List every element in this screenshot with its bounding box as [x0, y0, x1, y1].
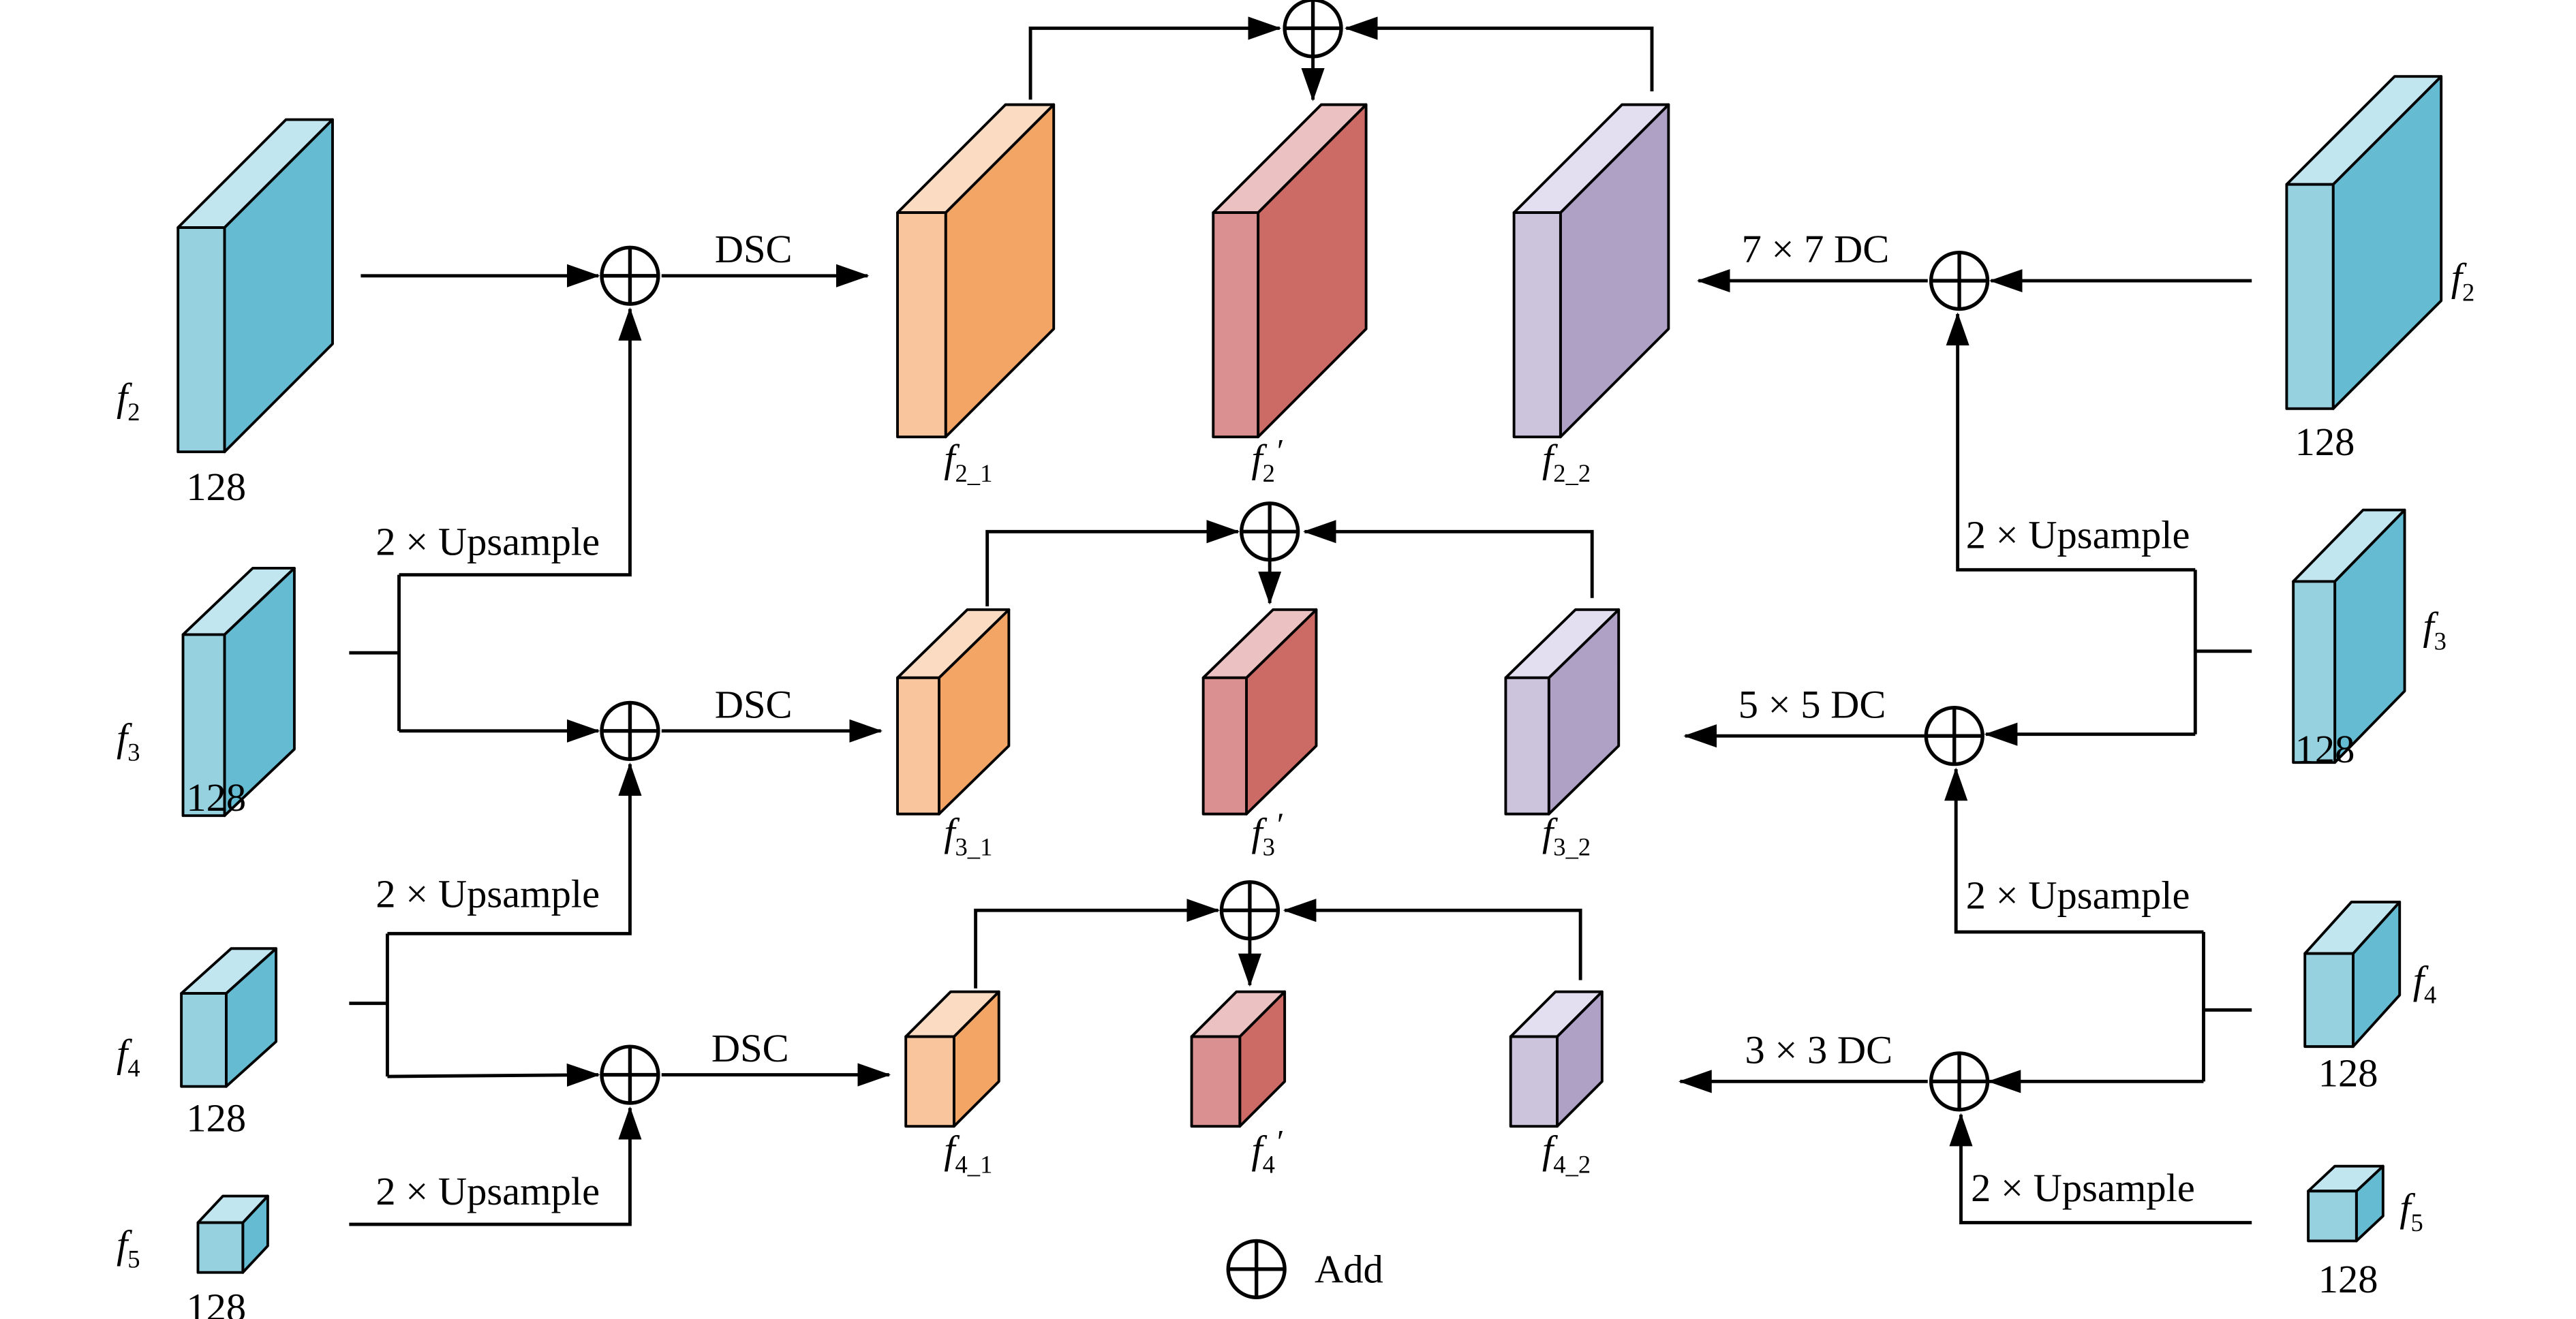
output-block-f3-1-front [896, 676, 940, 816]
legend-add-icon [1228, 1241, 1285, 1297]
add-icon [602, 247, 658, 304]
output-block-f2-1-front [896, 211, 947, 439]
channel-count: 128 [2318, 1257, 2378, 1301]
dc7-label: 7 × 7 DC [1742, 227, 1890, 271]
upsample-label: 2 × Upsample [375, 1169, 600, 1213]
input-label-f2-right: f2 [2451, 255, 2475, 307]
add-icon [1221, 882, 1278, 939]
output-block-f3-prime-front [1201, 676, 1248, 816]
output-label-f4-prime: f4′ [1251, 1123, 1283, 1178]
output-block-f2-2-front [1512, 211, 1562, 439]
channel-count: 128 [2295, 727, 2355, 771]
right-connections [1678, 269, 2252, 1225]
input-block-f2-right-front [2285, 183, 2335, 410]
output-block-f2-prime-front [1212, 211, 1260, 439]
dsc-label: DSC [711, 1026, 789, 1070]
output-block-f2-2 [1512, 103, 1670, 439]
output-label-f3-2: f3_2 [1542, 810, 1591, 861]
input-block-f3-front [181, 633, 226, 818]
input-label-f5-right: f5 [2399, 1185, 2423, 1237]
output-block-f3-2 [1504, 608, 1621, 816]
input-block-f4-right [2303, 901, 2402, 1049]
add-icon [1931, 253, 1988, 309]
channel-count: 128 [186, 775, 246, 820]
output-label-f2-1: f2_1 [944, 436, 992, 487]
channel-count: 128 [186, 1285, 246, 1319]
input-block-f4-front [180, 992, 228, 1088]
input-label-f4-right: f4 [2413, 958, 2437, 1009]
output-label-f3-prime: f3′ [1251, 806, 1283, 860]
input-block-f2-right [2285, 75, 2443, 410]
channel-count: 128 [186, 465, 246, 509]
input-block-f4-right-front [2303, 952, 2355, 1049]
input-block-f3-right [2292, 508, 2406, 764]
upsample-label: 2 × Upsample [375, 871, 600, 916]
output-label-f2-prime: f2′ [1251, 433, 1283, 487]
dc5-label: 5 × 5 DC [1738, 682, 1886, 726]
add-icon [1242, 503, 1298, 560]
channel-count: 128 [186, 1096, 246, 1140]
input-label-f3: f3 [117, 715, 140, 766]
output-block-f4-prime-front [1190, 1035, 1242, 1128]
left-connections [349, 264, 891, 1226]
output-block-f4-1 [904, 990, 1000, 1128]
input-block-f5-front [196, 1221, 245, 1274]
channel-count: 128 [2318, 1051, 2378, 1096]
upsample-label: 2 × Upsample [1971, 1166, 2195, 1210]
input-block-f2 [177, 118, 334, 454]
input-block-f3-right-front [2292, 580, 2337, 764]
input-label-f4: f4 [117, 1031, 140, 1082]
input-label-f5: f5 [117, 1222, 140, 1273]
output-block-f4-2-front [1509, 1035, 1559, 1128]
output-label-f4-1: f4_1 [944, 1128, 992, 1179]
dc3-label: 3 × 3 DC [1745, 1028, 1893, 1072]
add-icon [1285, 0, 1341, 57]
output-block-f4-2 [1509, 990, 1604, 1128]
center-connections [974, 16, 1654, 989]
input-block-f2-front [177, 226, 226, 454]
add-icon [602, 702, 658, 759]
feature-blocks [177, 75, 2443, 1274]
output-block-f3-2-front [1504, 676, 1550, 816]
input-label-f3-right: f3 [2423, 604, 2447, 655]
output-block-f4-1-front [904, 1035, 955, 1128]
input-block-f4 [180, 947, 278, 1088]
upsample-label: 2 × Upsample [1966, 873, 2190, 918]
dsc-label: DSC [715, 682, 793, 726]
channel-count: 128 [2295, 420, 2355, 464]
output-block-f4-prime [1190, 990, 1287, 1128]
output-label-f2-2: f2_2 [1542, 436, 1591, 487]
output-block-f2-prime [1212, 103, 1368, 439]
add-icon [602, 1046, 658, 1103]
output-block-f2-1 [896, 103, 1056, 439]
upsample-label: 2 × Upsample [375, 519, 600, 563]
add-icon [1931, 1053, 1988, 1110]
add-icon [1926, 708, 1982, 764]
input-block-f5-right-front [2307, 1190, 2358, 1243]
input-block-f3 [181, 566, 296, 818]
output-label-f3-1: f3_1 [944, 810, 992, 861]
input-block-f5-right [2307, 1164, 2385, 1243]
output-block-f3-prime [1201, 608, 1318, 816]
dsc-label: DSC [715, 227, 793, 271]
output-block-f3-1 [896, 608, 1011, 816]
input-block-f5 [196, 1194, 269, 1274]
output-label-f4-2: f4_2 [1542, 1128, 1591, 1179]
upsample-label: 2 × Upsample [1966, 513, 2190, 557]
input-label-f2: f2 [117, 375, 140, 426]
legend-add-label: Add [1315, 1247, 1383, 1291]
